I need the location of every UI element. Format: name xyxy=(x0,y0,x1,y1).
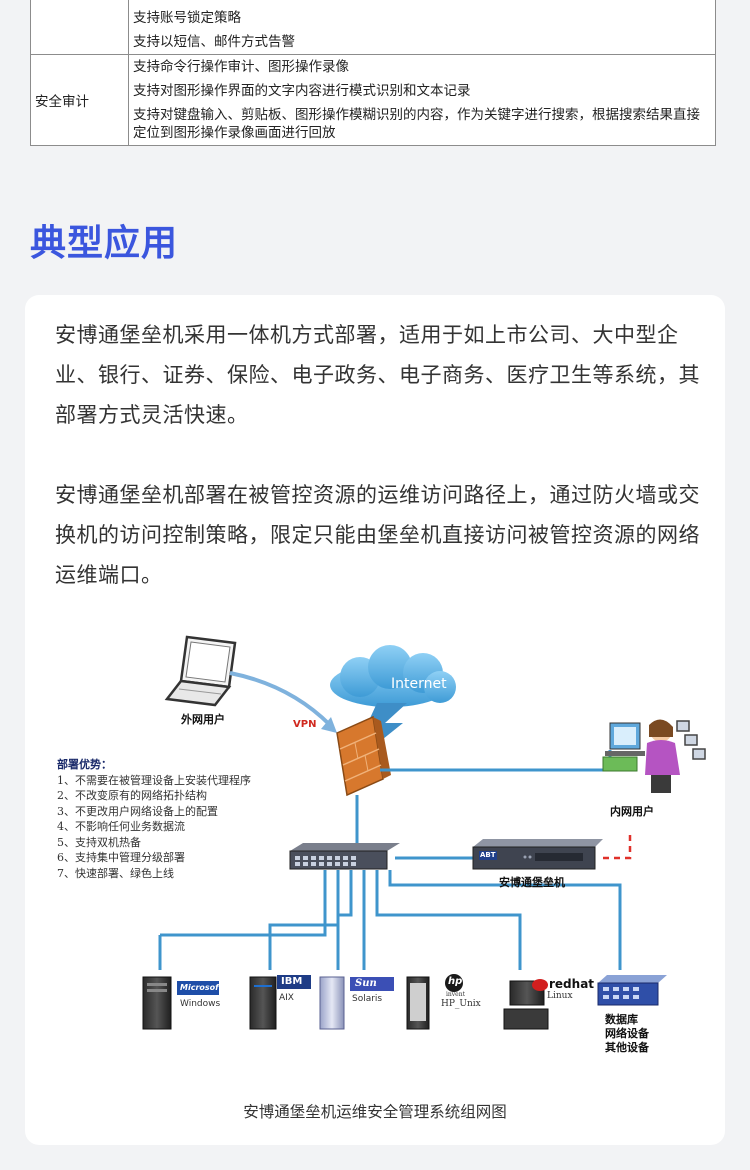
solaris-label: Solaris xyxy=(352,994,383,1004)
sun-server-icon xyxy=(319,976,394,1030)
table-line: 支持以短信、邮件方式告警 xyxy=(133,34,295,50)
advantage-item: 7、快速部署、绿色上线 xyxy=(57,866,174,880)
network-diagram: Internet 外网用户 VPN 内网用户 ABT 安博通堡垒机 部署优势： … xyxy=(55,625,715,1065)
internal-user-icon xyxy=(602,719,706,793)
section-title: 典型应用 xyxy=(30,223,179,264)
hp-unix-label: HP_Unix xyxy=(441,999,481,1009)
other-devices-label: 数据库 网络设备 其他设备 xyxy=(605,1013,649,1055)
deployment-paragraph: 安博通堡垒机部署在被管控资源的运维访问路径上，通过防火墙或交换机的访问控制策略，… xyxy=(55,483,700,587)
table-line: 支持账号锁定策略 xyxy=(133,10,241,26)
table-line: 支持对图形操作界面的文字内容进行模式识别和文本记录 xyxy=(133,83,471,99)
aix-label: AIX xyxy=(279,993,294,1003)
table-line: 支持命令行操作审计、图形操作录像 xyxy=(133,59,349,75)
advantage-item: 5、支持双机热备 xyxy=(57,835,141,849)
advantage-item: 4、不影响任何业务数据流 xyxy=(57,820,185,833)
advantage-item: 1、不需要在被管理设备上安装代理程序 xyxy=(57,773,251,787)
table-cell-category xyxy=(30,0,129,55)
internet-label: Internet xyxy=(391,676,447,692)
table-cell-items: 支持命令行操作审计、图形操作录像 支持对图形操作界面的文字内容进行模式识别和文本… xyxy=(128,54,716,146)
other-devices-icon xyxy=(597,975,667,1006)
intro-paragraph: 安博通堡垒机采用一体机方式部署，适用于如上市公司、大中型企业、银行、证券、保险、… xyxy=(55,323,700,427)
table-row: 安全审计 支持命令行操作审计、图形操作录像 支持对图形操作界面的文字内容进行模式… xyxy=(30,54,716,146)
hp-invent: invent xyxy=(446,991,465,998)
network-device-label: 网络设备 xyxy=(605,1027,649,1040)
sun-logo: Sun xyxy=(355,978,377,989)
microsoft-logo: Microsoft xyxy=(180,983,223,992)
linux-label: Linux xyxy=(547,991,573,1001)
table-line: 支持对键盘输入、剪贴板、图形操作模糊识别的内容，作为关键字进行搜索，根据搜索结果… xyxy=(133,107,700,141)
internal-user-label: 内网用户 xyxy=(610,805,654,818)
ibm-server-icon xyxy=(249,975,311,1030)
redhat-server-icon xyxy=(503,979,549,1030)
table-cell-items: 支持账号锁定策略 支持以短信、邮件方式告警 xyxy=(128,0,716,55)
network-diagram-graphic xyxy=(142,635,706,1030)
advantage-item: 3、不更改用户网络设备上的配置 xyxy=(57,804,218,818)
bastion-badge: ABT xyxy=(480,851,496,859)
vpn-arrow xyxy=(229,671,332,727)
advantage-item: 2、不改变原有的网络拓扑结构 xyxy=(57,789,207,802)
table-row: 支持账号锁定策略 支持以短信、邮件方式告警 xyxy=(30,0,716,55)
bastion-label: 安博通堡垒机 xyxy=(499,876,565,889)
database-label: 数据库 xyxy=(605,1013,638,1026)
content-card: 安博通堡垒机采用一体机方式部署，适用于如上市公司、大中型企业、银行、证券、保险、… xyxy=(25,295,725,1145)
feature-table: 支持账号锁定策略 支持以短信、邮件方式告警 安全审计 支持命令行操作审计、图形操… xyxy=(30,0,716,146)
deployment-advantages: 部署优势： 1、不需要在被管理设备上安装代理程序 2、不改变原有的网络拓扑结构 … xyxy=(57,757,251,881)
ibm-logo: IBM xyxy=(281,976,303,987)
bastion-appliance-icon xyxy=(472,839,603,870)
windows-server-icon xyxy=(142,976,219,1030)
laptop-icon xyxy=(164,635,237,707)
internet-cloud-icon xyxy=(330,645,456,707)
table-cell-category: 安全审计 xyxy=(30,54,129,146)
redhat-logo: redhat xyxy=(549,977,595,991)
other-device-label: 其他设备 xyxy=(605,1041,649,1054)
hp-server-icon xyxy=(406,974,463,1030)
diagram-caption: 安博通堡垒机运维安全管理系统组网图 xyxy=(243,1103,507,1121)
windows-label: Windows xyxy=(180,999,221,1009)
vpn-label: VPN xyxy=(293,719,317,730)
external-user-label: 外网用户 xyxy=(181,713,225,726)
advantage-item: 6、支持集中管理分级部署 xyxy=(57,851,185,864)
switch-icon xyxy=(289,843,400,870)
hp-logo: hp xyxy=(448,976,463,987)
firewall-icon xyxy=(336,715,391,797)
advantages-title: 部署优势： xyxy=(57,758,112,771)
dashed-link xyxy=(603,830,632,860)
